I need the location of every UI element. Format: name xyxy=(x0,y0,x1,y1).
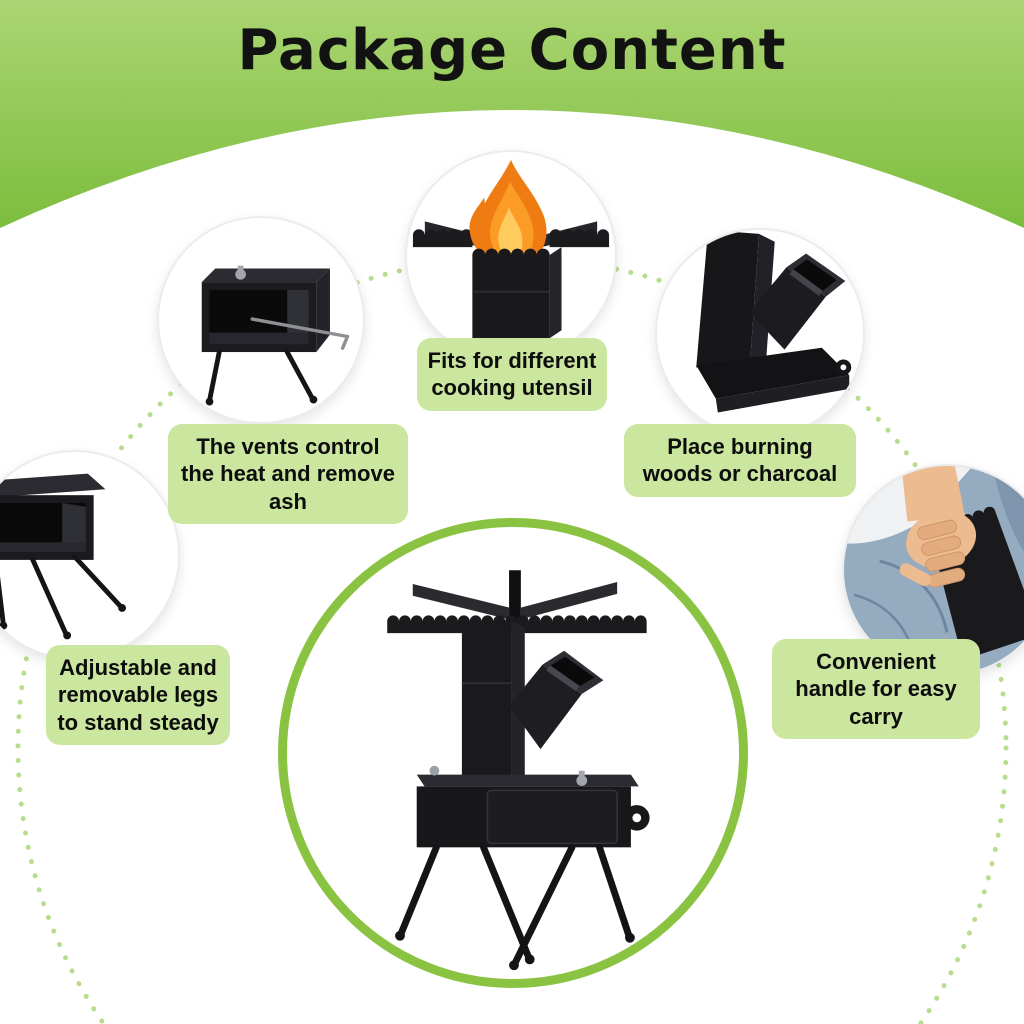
ash-rod-icon xyxy=(250,317,350,350)
header-band xyxy=(0,0,1024,228)
flame-icon xyxy=(469,159,547,258)
pot-support-wings-icon xyxy=(387,570,647,634)
stove-body-icon xyxy=(416,765,650,848)
hand-icon xyxy=(899,466,977,588)
stove-legs-photo xyxy=(0,473,127,640)
removable-legs-icon xyxy=(0,553,124,637)
chimney-icon xyxy=(461,621,525,781)
stove-top-flames-photo xyxy=(412,159,610,339)
feature-label-cooking-utensil: Fits for different cooking utensil xyxy=(417,338,607,411)
feature-label-legs: Adjustable and removable legs to stand s… xyxy=(46,645,230,745)
photo-vents-circle xyxy=(157,216,365,424)
photo-cooking-utensil-circle xyxy=(405,150,617,362)
center-stove-circle xyxy=(278,518,748,988)
stove-body-plate-icon xyxy=(696,347,852,413)
feature-label-vents: The vents control the heat and remove as… xyxy=(168,424,408,524)
page-title: Package Content xyxy=(237,18,787,83)
stove-body-icon xyxy=(201,265,330,353)
stove-legs-icon xyxy=(397,843,633,967)
stove-legs-icon xyxy=(207,349,315,404)
stove-body-rod-photo xyxy=(201,265,350,406)
assembled-stove-photo xyxy=(387,570,650,971)
photo-burning-woods-circle xyxy=(655,228,865,438)
feature-label-burning-woods: Place burning woods or charcoal xyxy=(624,424,856,497)
feed-chute-photo xyxy=(696,230,852,413)
feed-chute-icon xyxy=(749,253,846,350)
stove-body-icon xyxy=(0,473,106,560)
feed-chute-icon xyxy=(509,650,604,750)
pot-support-wings-icon xyxy=(412,221,610,248)
photo-legs-circle xyxy=(0,450,180,660)
feature-label-handle: Convenient handle for easy carry xyxy=(772,639,980,739)
combustion-chamber-icon xyxy=(472,247,562,339)
